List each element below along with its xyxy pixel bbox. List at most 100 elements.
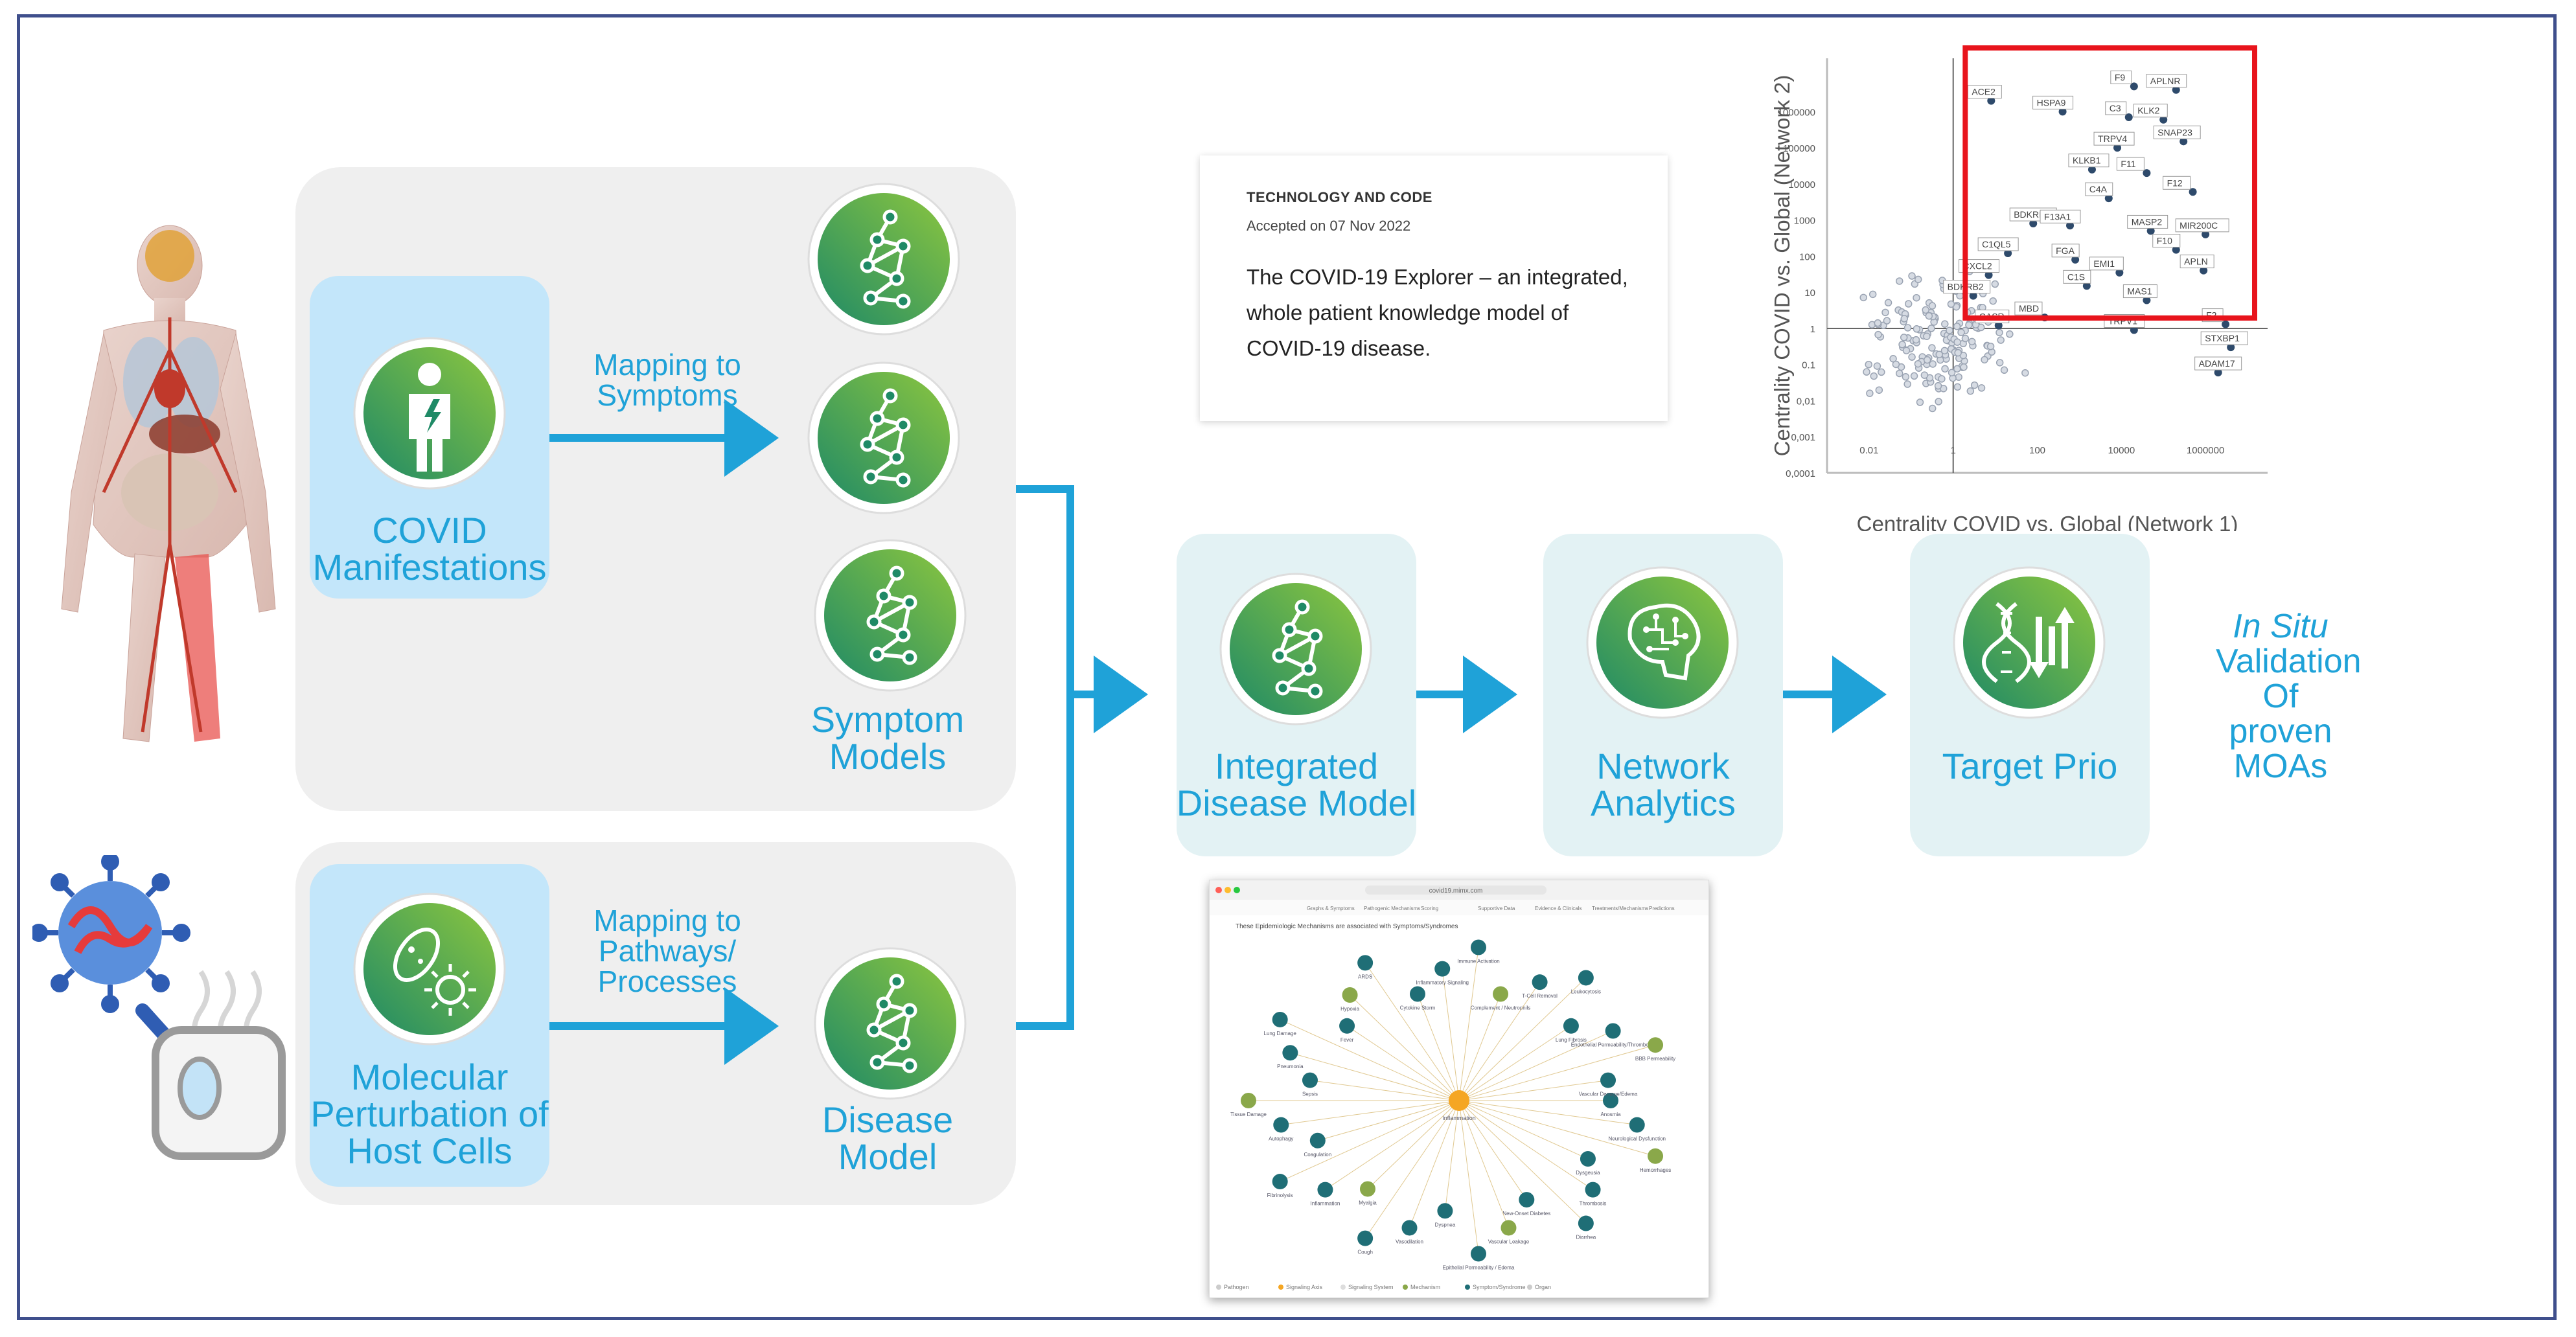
network-edge [1325, 1100, 1460, 1191]
point-label: C4A [2089, 184, 2108, 194]
background-point [1947, 300, 1955, 308]
network-node-label: Fibrinolysis [1267, 1193, 1293, 1198]
paper-card: TECHNOLOGY AND CODE Accepted on 07 Nov 2… [1200, 155, 1668, 421]
y-tick-label: 0,01 [1797, 396, 1815, 407]
insitu-line-1: In Situ [2233, 608, 2329, 645]
legend-swatch [1340, 1285, 1346, 1290]
background-point [1995, 359, 2004, 367]
background-point [1923, 356, 1931, 364]
background-point [1953, 365, 1961, 373]
paper-title: The COVID-19 Explorer – an integrated, w… [1247, 265, 1628, 360]
x-tick-label: 1000000 [2187, 445, 2224, 456]
network-edge [1417, 994, 1460, 1101]
merge-bracket [1016, 485, 1074, 1030]
network-edge [1458, 1100, 1656, 1157]
network-node-label: Vasodilation [1396, 1239, 1423, 1244]
background-point [1989, 297, 1997, 305]
background-point [1929, 360, 1937, 368]
point-label: KLK2 [2137, 106, 2159, 116]
background-point [1902, 373, 1910, 381]
url-bar [1365, 886, 1547, 895]
window-button [1234, 887, 1240, 893]
centrality-scatter-chart: 0,00010,0010,010.11101001000100001000001… [1770, 45, 2268, 531]
network-node-label: New-Onset Diabetes [1502, 1211, 1550, 1217]
network-node [1339, 1018, 1355, 1034]
network-node-label: Inflammation [1311, 1201, 1340, 1207]
integrated-model-icon [1219, 573, 1372, 726]
highlighted-point [1987, 97, 1995, 105]
network-edge [1458, 1100, 1637, 1126]
network-node [1357, 955, 1374, 971]
legend-label: Organ [1535, 1284, 1551, 1290]
highlighted-point [2146, 227, 2155, 235]
background-point [1995, 328, 2003, 337]
legend-label: Signaling Axis [1286, 1284, 1323, 1290]
background-point [1928, 404, 1937, 413]
background-point [1953, 323, 1961, 330]
background-point [1941, 365, 1949, 373]
background-point [1884, 299, 1892, 307]
network-node-label: Thrombosis [1580, 1201, 1607, 1207]
app-tab: Supportive Data [1478, 906, 1515, 911]
y-axis-title: Centrality COVID vs. Global (Network 2) [1770, 75, 1794, 457]
background-point [1948, 369, 1956, 376]
background-point [1870, 372, 1878, 380]
app-header [1210, 900, 1708, 915]
legend-swatch [1216, 1285, 1221, 1290]
background-point [1900, 334, 1908, 341]
network-node [1409, 986, 1425, 1002]
mapping-symptoms-label: Mapping to Symptoms [593, 348, 741, 412]
network-node-label: BBB Permeability [1635, 1056, 1675, 1062]
legend-label: Symptom/Syndrome [1473, 1284, 1526, 1290]
background-point [1941, 320, 1949, 328]
network-edge [1281, 1100, 1460, 1126]
screenshot-page-title: These Epidemiologic Mechanisms are assoc… [1236, 923, 1458, 930]
background-point [1981, 356, 1988, 364]
background-point [1883, 317, 1891, 325]
point-label-box [2133, 104, 2168, 118]
point-label: TRPV4 [2098, 133, 2127, 144]
network-node-label: Inflammatory Signaling [1416, 980, 1469, 986]
network-node [1437, 1203, 1453, 1219]
point-label-box [2122, 284, 2157, 299]
background-point [1961, 334, 1970, 343]
network-node [1563, 1018, 1579, 1034]
disease-model-icon [814, 947, 967, 1100]
point-label: F9 [2115, 72, 2126, 82]
legend-label: Pathogen [1224, 1284, 1249, 1290]
network-node [1302, 1072, 1318, 1088]
paper-kicker: TECHNOLOGY AND CODE [1247, 189, 1432, 205]
network-node [1273, 1117, 1289, 1133]
network-node-label: Immune Activation [1457, 959, 1499, 965]
legend-swatch [1527, 1285, 1532, 1290]
network-node-label: Lung Damage [1264, 1031, 1297, 1036]
legend-label: Signaling System [1348, 1284, 1394, 1290]
point-label: ADAM17 [2199, 358, 2235, 369]
network-node-label: Pneumonia [1277, 1064, 1304, 1069]
app-tab: Treatments/Mechanisms [1592, 906, 1648, 911]
highlighted-point [2087, 165, 2096, 174]
point-label-box [1977, 237, 2019, 251]
highlighted-point [2082, 282, 2091, 290]
y-tick-label: 100 [1799, 251, 1815, 262]
point-label: APLNR [2150, 76, 2181, 86]
network-edge [1458, 994, 1501, 1101]
highlighted-point [2143, 169, 2151, 177]
background-point [1928, 344, 1936, 352]
network-node-label: Hypoxia [1340, 1006, 1359, 1012]
background-point [1859, 293, 1867, 302]
network-model-icon-3 [814, 539, 967, 692]
network-node [1470, 1246, 1486, 1262]
network-node [1532, 974, 1548, 990]
highlighted-point [1969, 291, 1977, 300]
network-node-label: ARDS [1358, 974, 1372, 979]
network-node-label: Anosmia [1600, 1112, 1621, 1117]
network-edge [1458, 1100, 1587, 1224]
network-node-label: Vascular Damage/Edema [1579, 1091, 1638, 1097]
network-node-label: Leukocytosis [1571, 988, 1601, 994]
background-point [1940, 347, 1949, 355]
x-tick-label: 100 [2029, 445, 2045, 456]
network-analytics-label: Network Analytics [1590, 746, 1736, 824]
symptom-models-label: Symptom Models [811, 699, 965, 777]
